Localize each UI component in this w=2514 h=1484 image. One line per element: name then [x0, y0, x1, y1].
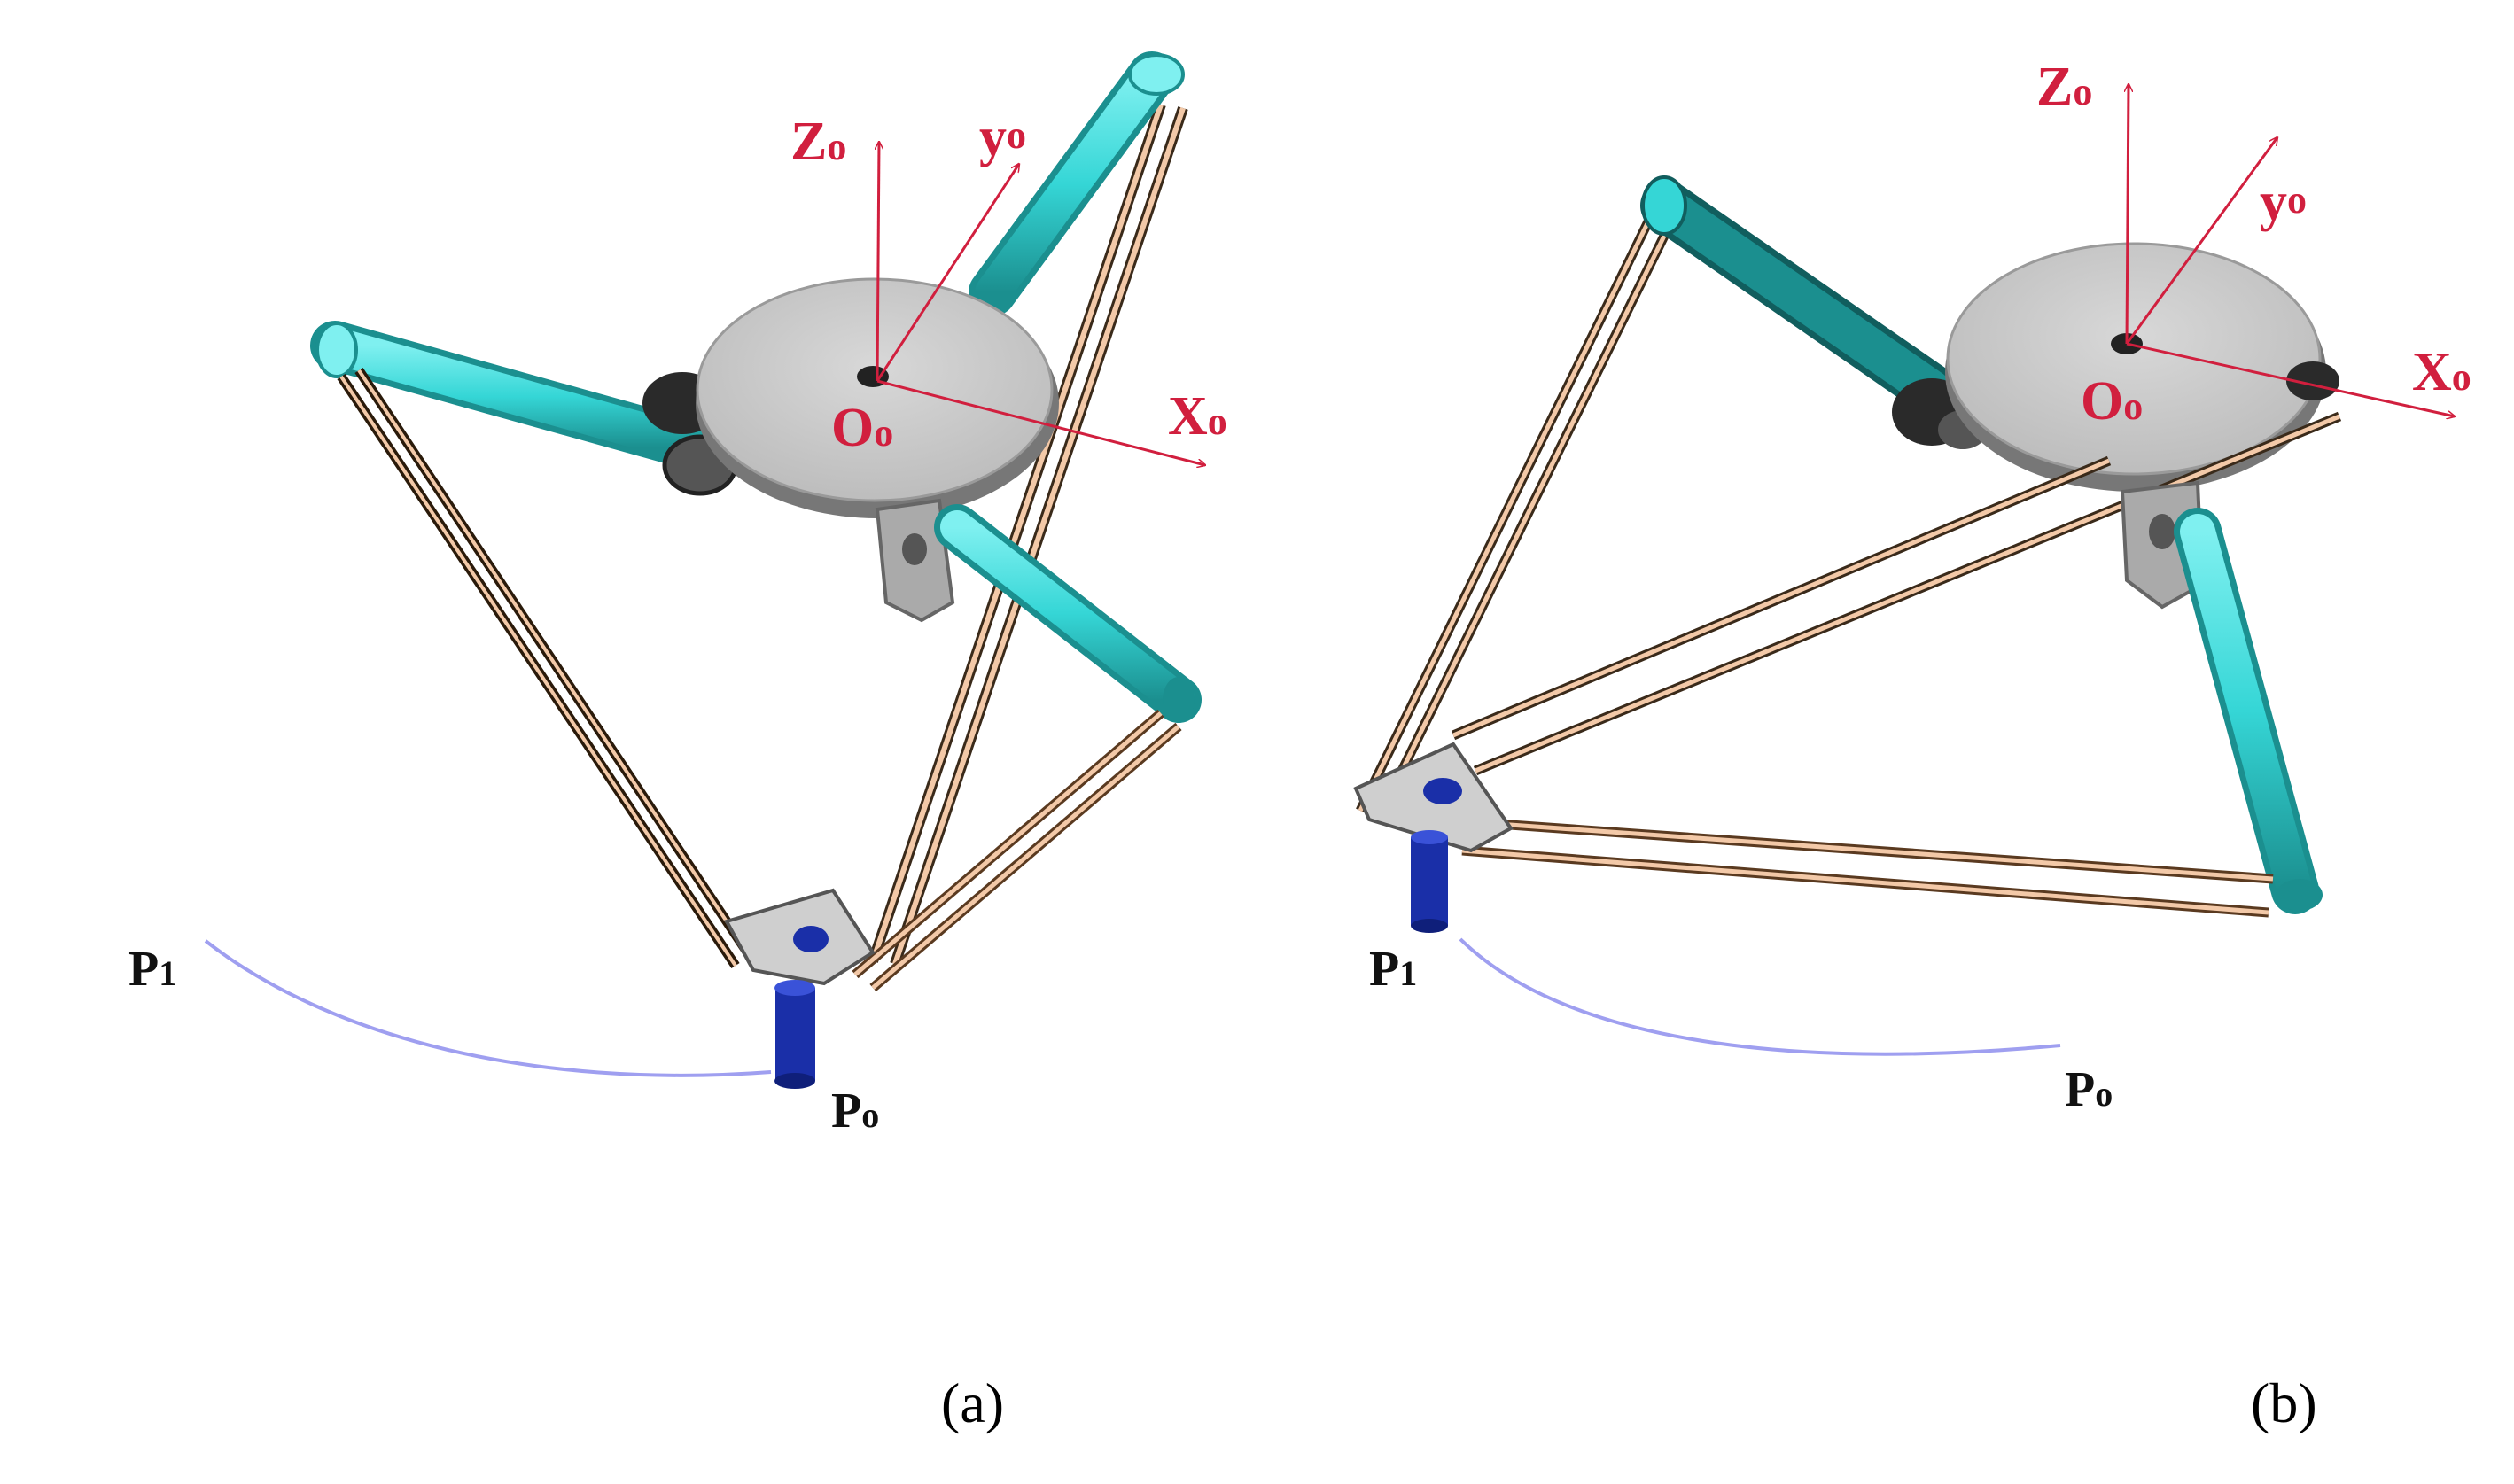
y-axis-arrow [876, 164, 1019, 382]
base-platform [1945, 242, 2339, 492]
point-p1-label: P1 [1369, 942, 1417, 997]
x-axis-arrow [876, 379, 1205, 465]
caption-a: (a) [941, 1371, 1004, 1434]
y-axis-label: yo [979, 107, 1026, 167]
parallelogram-rods-right [852, 709, 1182, 992]
origin-label: Oo [831, 398, 893, 458]
moving-platform [1353, 742, 1514, 853]
parallelogram-rods-left [1356, 210, 1675, 822]
point-p0-label: Po [2065, 1062, 2113, 1117]
point-p1-label: P1 [128, 942, 176, 997]
coordinate-frame-a [877, 142, 1205, 465]
z-axis-label: Zo [2036, 57, 2092, 117]
z-axis-arrow [877, 142, 879, 382]
arm-upper-left [1640, 175, 1957, 416]
panel-a: Zo yo Xo Oo P1 Po (a) [128, 51, 1227, 1434]
parallelogram-rods-lower [1461, 819, 2274, 918]
arm-right-front [934, 504, 1202, 723]
end-effector-tool [1411, 830, 1448, 933]
coordinate-frame-b [2127, 84, 2455, 416]
parallelogram-rods-right-upper [868, 103, 1188, 966]
caption-b: (b) [2251, 1371, 2317, 1434]
point-p0-label: Po [831, 1084, 879, 1138]
y-axis-arrow [2125, 137, 2277, 345]
panel-b: Zo yo Xo Oo P1 Po (b) [1353, 57, 2471, 1434]
x-axis-label: Xo [1168, 386, 1227, 447]
moving-platform [724, 888, 876, 986]
base-platform [696, 277, 1059, 518]
trajectory-curve [204, 939, 772, 1077]
arm-left [310, 321, 725, 472]
motor-front [875, 498, 955, 623]
arm-upper-right [969, 51, 1185, 316]
z-axis-label: Zo [790, 112, 846, 172]
z-axis-arrow [2127, 84, 2129, 345]
end-effector-tool [774, 980, 815, 1089]
x-axis-label: Xo [2412, 342, 2471, 402]
trajectory-curve [1459, 937, 2061, 1056]
origin-label: Oo [2081, 371, 2143, 431]
x-axis-arrow [2126, 342, 2455, 416]
arm-right-front [2174, 508, 2323, 914]
parallelogram-rods-left [337, 367, 758, 969]
parallelogram-rods-upper [1451, 411, 2342, 776]
y-axis-label: yo [2260, 172, 2307, 232]
